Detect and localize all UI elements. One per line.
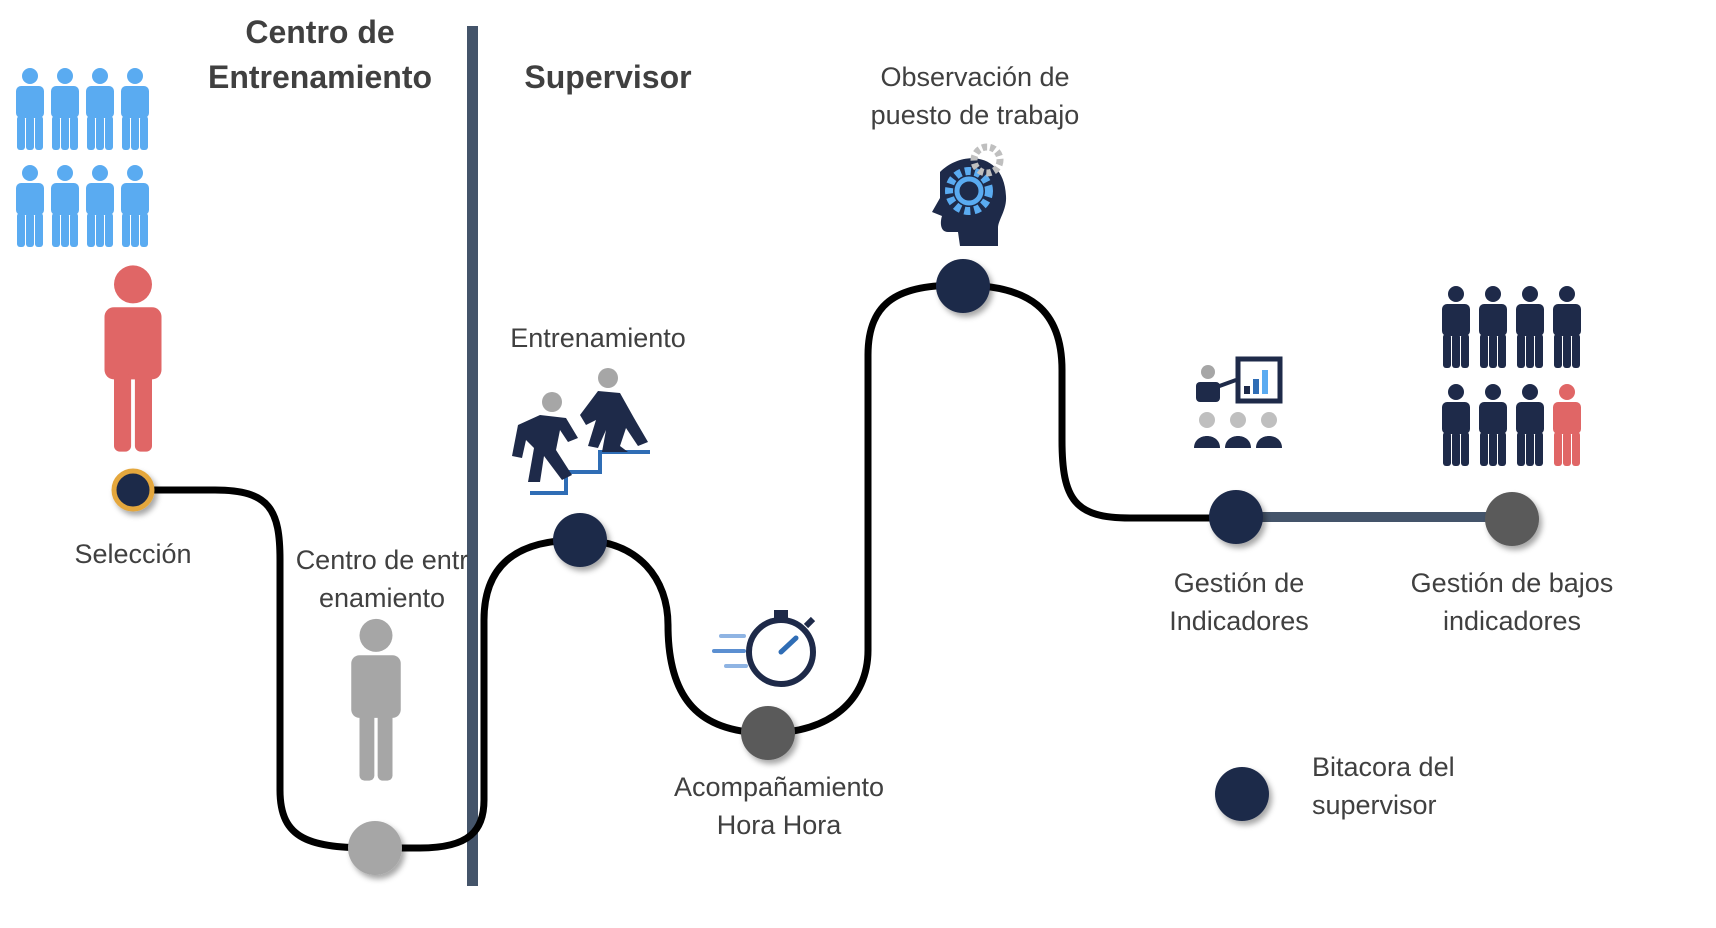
node-observacion — [936, 259, 990, 313]
legend-label: Bitacora del supervisor — [1312, 752, 1455, 820]
node-gestion-bajos — [1485, 492, 1539, 546]
node-entrenamiento — [553, 513, 607, 567]
label-acompanamiento: Acompañamiento Hora Hora — [673, 772, 885, 840]
legend-node — [1215, 767, 1269, 821]
label-entrenamiento: Entrenamiento — [510, 323, 686, 353]
label-seleccion: Selección — [74, 539, 192, 569]
stopwatch-icon — [712, 610, 816, 687]
person-icon — [351, 618, 401, 781]
header-supervisor: Supervisor — [524, 59, 692, 95]
team-group-icon — [1442, 286, 1581, 466]
people-group-icon — [16, 68, 149, 247]
journey-path — [129, 281, 1240, 852]
label-centro-entrenamiento: Centro de entrenamiento — [295, 545, 469, 613]
climbing-stairs-icon — [512, 368, 650, 495]
selected-person-icon — [104, 265, 162, 452]
header-centro: Centro de Entrenamiento — [207, 14, 433, 95]
node-centro-entrenamiento — [348, 821, 402, 875]
presentation-icon — [1194, 356, 1283, 448]
head-gear-icon — [932, 143, 1007, 246]
node-seleccion — [111, 468, 155, 512]
node-acompanamiento — [741, 706, 795, 760]
node-gestion-indicadores — [1209, 490, 1263, 544]
label-gestion-indicadores: Gestión de Indicadores — [1169, 568, 1309, 636]
label-gestion-bajos: Gestión de bajos indicadores — [1410, 568, 1614, 636]
label-observacion: Observación de puesto de trabajo — [870, 62, 1080, 130]
section-divider — [467, 26, 478, 886]
